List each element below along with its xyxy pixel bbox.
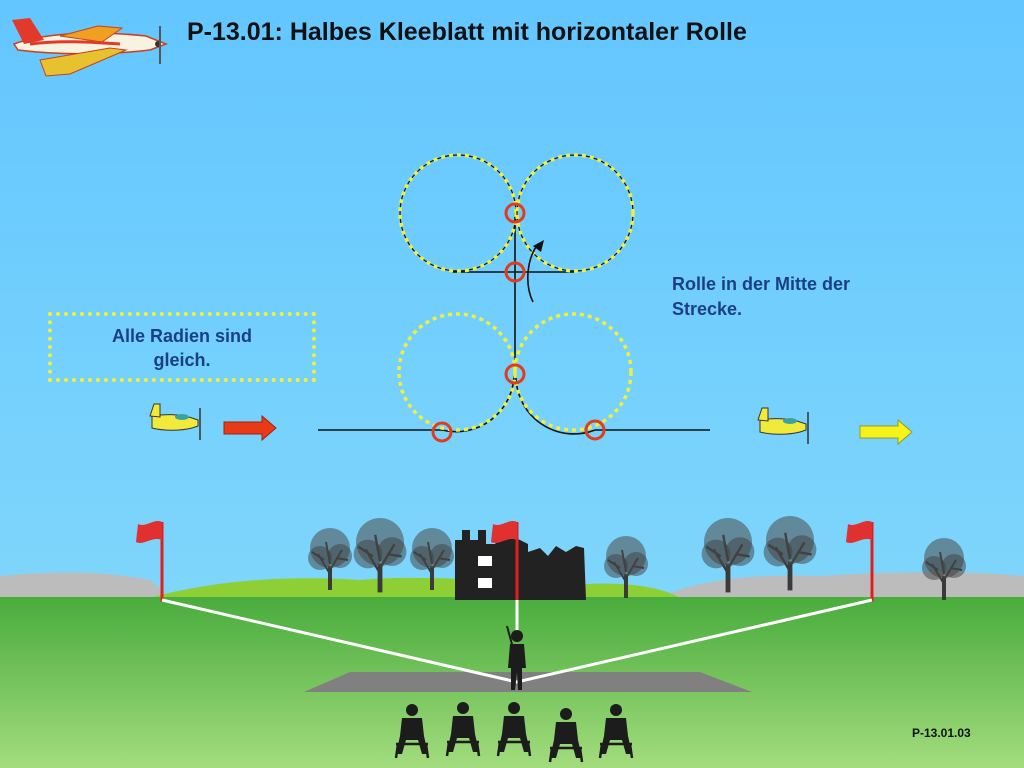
bottom-right-loop xyxy=(513,312,633,432)
exit-arrow xyxy=(859,418,913,446)
roll-direction-arrow xyxy=(527,243,539,303)
marker-roll xyxy=(504,261,526,283)
sky xyxy=(0,0,1024,600)
bottom-left-loop xyxy=(397,312,517,432)
castle-window xyxy=(478,556,492,566)
marker-vertical-start xyxy=(504,363,526,385)
roll-arrow-head xyxy=(533,240,544,252)
marker-exit xyxy=(584,419,606,441)
page-title: P-13.01: Halbes Kleeblatt mit horizontal… xyxy=(187,18,747,46)
runway xyxy=(304,672,752,692)
figure-code: P-13.01.03 xyxy=(912,726,971,740)
distant-hill-left xyxy=(0,572,170,598)
pilot-icon xyxy=(506,625,526,690)
top-left-loop xyxy=(398,153,518,273)
radii-note-box: Alle Radien sind gleich. xyxy=(48,312,316,382)
roll-note-line-1: Rolle in der Mitte der xyxy=(672,274,851,294)
marker-top-crossing xyxy=(504,202,526,224)
roll-note-line-2: Strecke. xyxy=(672,299,743,319)
radii-note-line-1: Alle Radien sind xyxy=(111,326,253,346)
entry-arrow xyxy=(223,414,277,442)
marker-entry xyxy=(431,421,453,443)
roll-note: Rolle in der Mitte der Strecke. xyxy=(672,272,850,322)
radii-note-line-2: gleich. xyxy=(153,350,211,370)
bottom-right-arc xyxy=(515,373,596,435)
flight-path xyxy=(318,153,710,443)
top-right-loop xyxy=(515,153,635,273)
logo-plane-icon xyxy=(12,18,169,77)
castle-window xyxy=(478,578,492,588)
bottom-left-arc xyxy=(441,373,515,433)
